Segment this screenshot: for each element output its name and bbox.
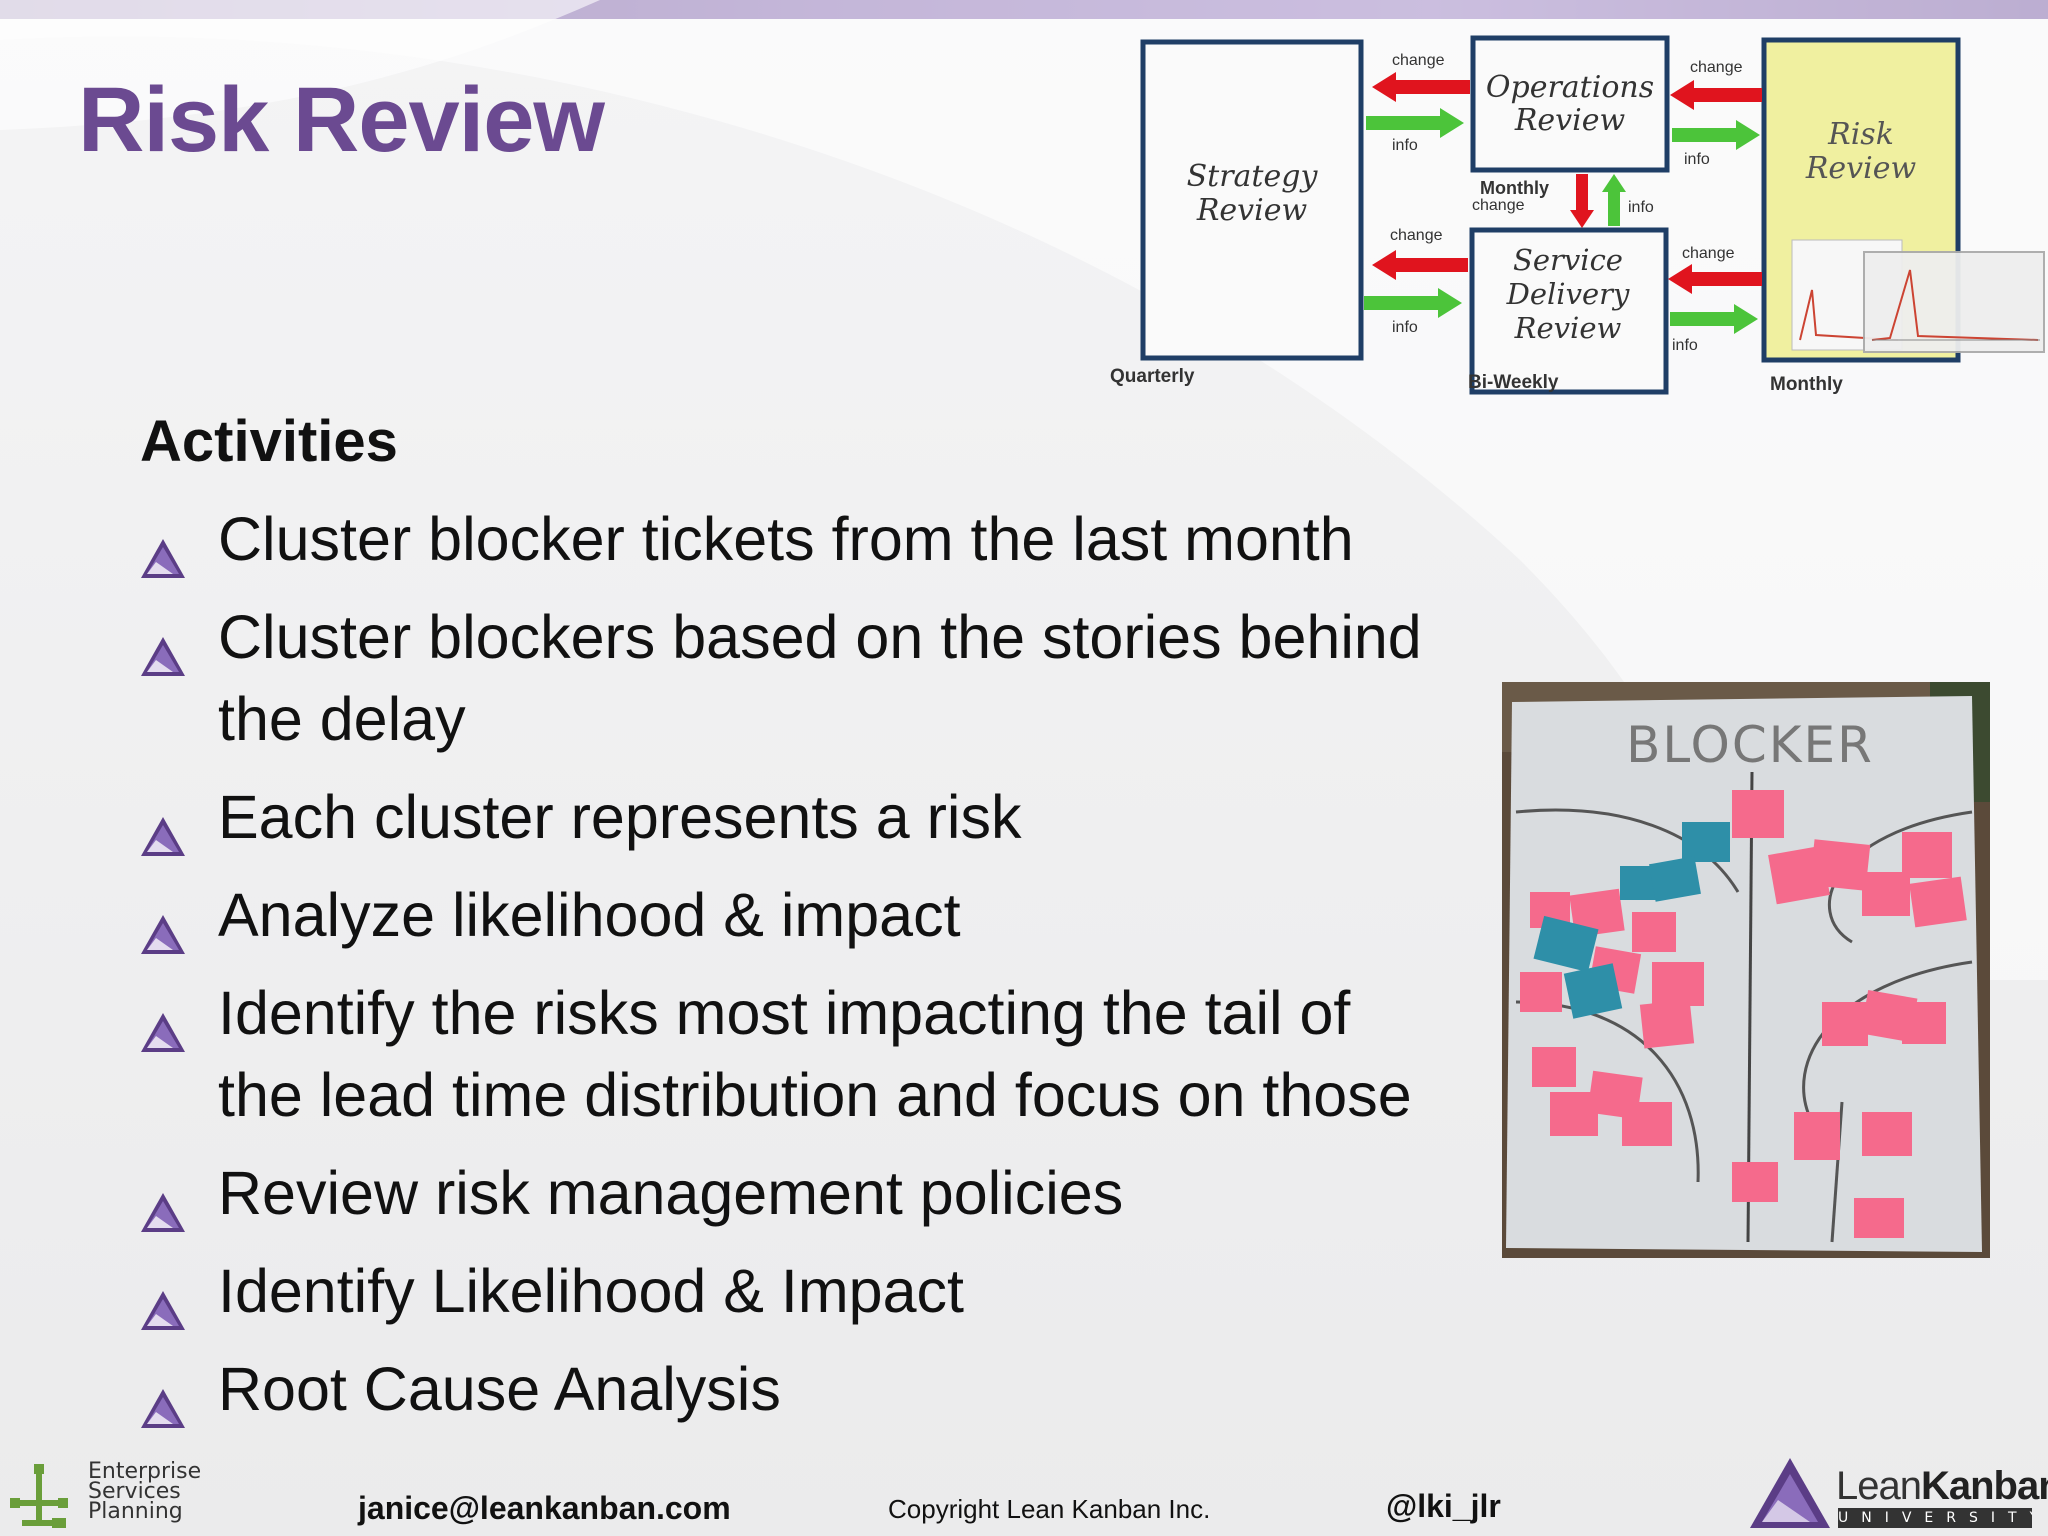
arrow-info-strategy-to-sd — [1364, 288, 1462, 318]
footer-email: janice@leankanban.com — [358, 1490, 731, 1526]
bullet-item: Analyze likelihood & impact — [140, 874, 1480, 956]
label-change-4: change — [1690, 59, 1743, 76]
footer-twitter-handle: @lki_jlr — [1386, 1488, 1501, 1524]
risk-label-line1: Risk — [1827, 117, 1894, 152]
arrow-change-ops-to-sd — [1570, 174, 1594, 228]
arrow-info-sd-to-risk — [1670, 304, 1758, 334]
label-info-1: info — [1392, 137, 1418, 154]
blocker-board-photo: BLOCKER — [1502, 682, 1990, 1258]
arrow-info-ops-to-risk — [1672, 120, 1760, 150]
label-info-5: info — [1672, 337, 1698, 354]
bullet-item: Identify Likelihood & Impact — [140, 1250, 1480, 1332]
label-info-2: info — [1392, 319, 1418, 336]
bullet-item: Identify the risks most impacting the ta… — [140, 972, 1480, 1136]
cadence-monthly-ops: Monthly — [1480, 178, 1549, 198]
label-change-3: change — [1472, 197, 1525, 214]
bullet-text-line: Identify the risks most impacting the ta… — [218, 979, 1351, 1047]
lean-kanban-wordmark-light: Lean — [1836, 1464, 1922, 1508]
bullet-text-line: Analyze likelihood & impact — [218, 881, 961, 949]
operations-review-box — [1470, 35, 1670, 173]
slide-title: Risk Review — [78, 69, 605, 171]
bullet-triangle-icon — [140, 992, 186, 1052]
esp-logo-line2: Services — [88, 1479, 181, 1504]
bullet-text-line: Identify Likelihood & Impact — [218, 1257, 964, 1325]
lean-kanban-wordmark-bold: Kanban — [1920, 1464, 2048, 1508]
label-change-5: change — [1682, 245, 1735, 262]
service-label-line2: Delivery — [1506, 277, 1630, 311]
service-label-line3: Review — [1514, 311, 1622, 345]
review-cadence-diagram: Strategy Review Quarterly Operations Rev… — [1110, 35, 2045, 395]
bullet-triangle-icon — [140, 1270, 186, 1330]
bullet-text-line: Cluster blocker tickets from the last mo… — [218, 505, 1354, 573]
bullet-triangle-icon — [140, 1172, 186, 1232]
lead-time-chart-thumbnail — [1791, 239, 2045, 353]
bullet-triangle-icon — [140, 616, 186, 676]
strategy-review-box — [1140, 39, 1364, 361]
board-heading: BLOCKER — [1626, 716, 1874, 774]
operations-label-line2: Review — [1514, 103, 1626, 138]
arrow-info-strategy-to-ops — [1366, 108, 1464, 138]
esp-logo-text: Enterprise Services Planning — [88, 1459, 202, 1524]
bullet-item: Each cluster represents a risk — [140, 776, 1480, 858]
label-change-2: change — [1390, 227, 1443, 244]
bullet-item: Cluster blocker tickets from the last mo… — [140, 498, 1480, 580]
bullet-item: Root Cause Analysis — [140, 1348, 1480, 1430]
cadence-quarterly: Quarterly — [1110, 366, 1195, 387]
bullet-item: Cluster blockers based on the stories be… — [140, 596, 1480, 760]
risk-label-line2: Review — [1805, 151, 1917, 186]
activities-bullet-list: Cluster blocker tickets from the last mo… — [140, 498, 1480, 1446]
arrow-change-risk-to-sd — [1668, 264, 1762, 294]
bullet-triangle-icon — [140, 518, 186, 578]
arrow-change-ops-to-strategy — [1372, 72, 1470, 102]
bullet-text-line: Review risk management policies — [218, 1159, 1124, 1227]
lean-kanban-wordmark: LeanKanban — [1836, 1464, 2048, 1509]
bullet-text-line: Each cluster represents a risk — [218, 783, 1022, 851]
esp-logo-line1: Enterprise — [88, 1459, 202, 1484]
bullet-triangle-icon — [140, 796, 186, 856]
strategy-label-line2: Review — [1196, 193, 1308, 228]
operations-label-line1: Operations — [1486, 70, 1654, 105]
label-info-4: info — [1684, 151, 1710, 168]
bullet-text-line: Root Cause Analysis — [218, 1355, 781, 1423]
lean-kanban-university-banner: UNIVERSITY — [1838, 1508, 2032, 1528]
enterprise-services-planning-logo — [10, 1464, 68, 1528]
cadence-biweekly: Bi-Weekly — [1468, 372, 1559, 393]
label-info-3: info — [1628, 199, 1654, 216]
arrow-change-sd-to-strategy — [1372, 250, 1468, 280]
bullet-text-line: Cluster blockers based on the stories be… — [218, 603, 1422, 671]
bullet-triangle-icon — [140, 1368, 186, 1428]
service-label-line1: Service — [1513, 243, 1623, 277]
bullet-triangle-icon — [140, 894, 186, 954]
arrow-info-sd-to-ops — [1602, 174, 1626, 226]
footer-copyright: Copyright Lean Kanban Inc. — [888, 1494, 1211, 1524]
arrow-change-risk-to-ops — [1670, 80, 1762, 110]
bullet-text-line: the delay — [218, 685, 466, 753]
esp-logo-line3: Planning — [88, 1499, 183, 1524]
strategy-label-line1: Strategy — [1187, 159, 1319, 194]
label-change-1: change — [1392, 52, 1445, 69]
lean-kanban-university-logo — [1750, 1458, 1830, 1528]
service-delivery-review-box — [1469, 227, 1669, 395]
bullet-text-line: the lead time distribution and focus on … — [218, 1061, 1412, 1129]
activities-heading: Activities — [140, 409, 398, 474]
bullet-item: Review risk management policies — [140, 1152, 1480, 1234]
cadence-monthly-risk: Monthly — [1770, 374, 1843, 395]
